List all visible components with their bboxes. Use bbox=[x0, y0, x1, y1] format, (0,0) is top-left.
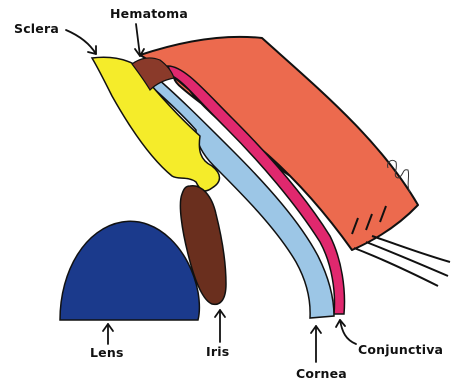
lens-label: Lens bbox=[90, 345, 124, 360]
lens bbox=[60, 221, 200, 320]
iris-label: Iris bbox=[206, 344, 229, 359]
cornea-label: Cornea bbox=[296, 366, 347, 381]
sclera-arrow bbox=[66, 30, 96, 54]
hematoma-label: Hematoma bbox=[110, 6, 188, 21]
conjunctiva-label: Conjunctiva bbox=[358, 342, 443, 357]
sclera-label: Sclera bbox=[14, 21, 59, 36]
